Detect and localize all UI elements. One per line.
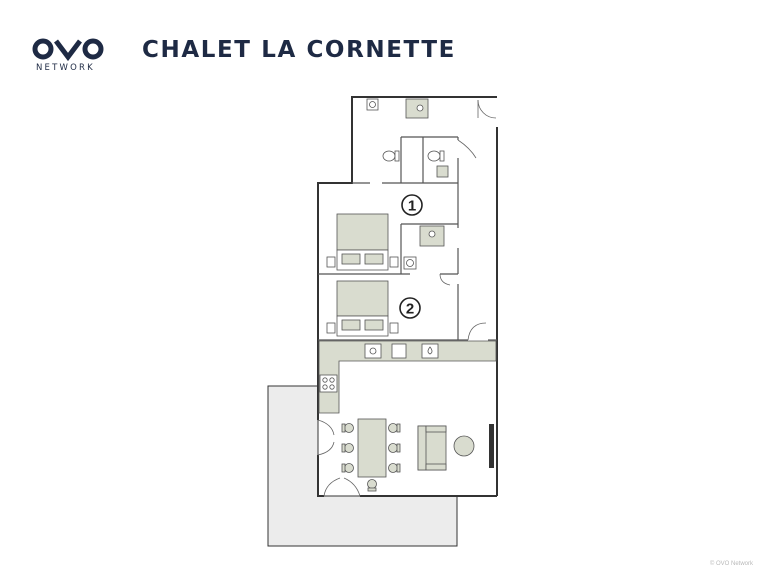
page-title: CHALET LA CORNETTE <box>142 37 456 63</box>
bathroom-fixtures <box>366 98 449 270</box>
room-label-2: 2 <box>399 297 421 319</box>
coffee-table <box>453 435 475 457</box>
logo-wordmark: NETWORK <box>36 63 95 73</box>
dining-set <box>341 418 401 492</box>
tv-unit <box>489 424 494 468</box>
sofa <box>417 425 447 471</box>
room-label-1: 1 <box>401 194 423 216</box>
bed-2 <box>326 280 399 337</box>
ovo-logo-icon <box>32 38 104 62</box>
interior-walls <box>318 136 497 341</box>
room-number-2: 2 <box>406 301 414 318</box>
door-swings <box>317 99 497 497</box>
kitchen-counter <box>318 340 497 414</box>
bed-1 <box>326 213 399 271</box>
room-number-1: 1 <box>408 198 416 215</box>
copyright-notice: © OVO Network <box>709 561 753 567</box>
ovo-network-logo: NETWORK <box>30 36 106 76</box>
